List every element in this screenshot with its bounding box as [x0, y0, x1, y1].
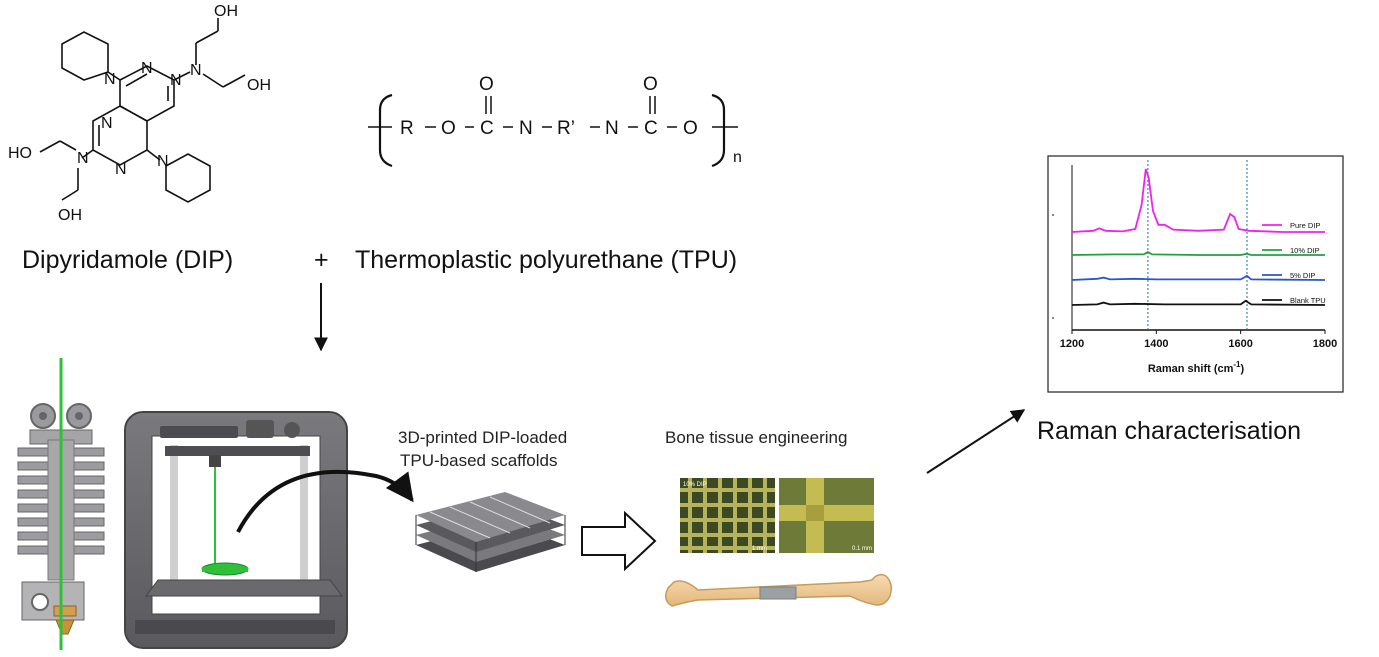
series-line: [1071, 168, 1325, 233]
legend: Pure DIP 10% DIP 5% DIP Blank TPU: [1262, 221, 1326, 305]
oh-right: OH: [247, 77, 271, 94]
x-tick-label: 1600: [1228, 338, 1252, 350]
n-atom: N: [115, 161, 127, 178]
tpu-atom-o2: O: [683, 118, 698, 139]
n-atom: N: [101, 115, 113, 132]
oh-top: OH: [214, 3, 238, 20]
n-atom: N: [104, 71, 116, 88]
extruder-hotend-icon: [17, 358, 105, 650]
plus-sign: +: [314, 246, 329, 274]
raman-arrow: [926, 409, 1026, 474]
raman-chart: 1200 1400 1600 1800 Pure DIP 10% DIP 5% DIP Bl…: [1047, 155, 1344, 393]
tpu-atom-r: R: [400, 118, 414, 139]
series-line: [1071, 299, 1326, 306]
micrograph-left: 10% DIP 1 mm: [680, 478, 775, 553]
n-atom: N: [77, 150, 89, 167]
tpu-subscript-n: n: [733, 149, 742, 166]
dip-label: Dipyridamole (DIP): [22, 246, 233, 274]
x-tick-label: 1200: [1060, 338, 1084, 350]
dip-molecule: [39, 18, 246, 203]
curved-arrow: [236, 469, 414, 533]
micrograph-right: 0.1 mm: [779, 478, 874, 553]
bone-icon: [665, 573, 893, 607]
tpu-atom-n: N: [519, 118, 533, 139]
tpu-atom-n2: N: [605, 118, 619, 139]
legend-label: Blank TPU: [1290, 296, 1326, 305]
dip-atom-labels: OH OH HO OH N N N N N N N N: [8, 3, 271, 224]
tpu-carbonyl-o: O: [479, 74, 494, 95]
tpu-atom-o: O: [441, 118, 456, 139]
n-atom: N: [170, 72, 182, 89]
scaffold-label-line1: 3D-printed DIP-loaded: [398, 428, 567, 447]
tpu-atom-c: C: [480, 118, 494, 139]
x-axis-title: Raman shift (cm-1): [1148, 360, 1245, 375]
series-line: [1071, 250, 1325, 256]
x-ticks: 1200 1400 1600 1800: [1060, 330, 1337, 350]
series-line: [1071, 274, 1326, 281]
scaffold-label-line2: TPU-based scaffolds: [400, 451, 557, 470]
legend-label: Pure DIP: [1290, 221, 1320, 230]
tpu-label: Thermoplastic polyurethane (TPU): [355, 246, 737, 274]
scaffold-icon: [415, 492, 566, 572]
raman-label: Raman characterisation: [1037, 417, 1301, 445]
scale-bar-2: 0.1 mm: [852, 546, 872, 552]
scale-bar-1: 1 mm: [752, 546, 767, 552]
legend-label: 5% DIP: [1290, 271, 1315, 280]
micrograph-label: 10% DIP: [683, 482, 707, 488]
spectra: [1071, 168, 1326, 306]
n-atom: N: [141, 60, 153, 77]
oh-bottom: OH: [58, 207, 82, 224]
tpu-carbonyl-o2: O: [643, 74, 658, 95]
x-tick-label: 1800: [1313, 338, 1337, 350]
bone-label: Bone tissue engineering: [665, 428, 847, 447]
tpu-atom-r2: R’: [557, 118, 575, 139]
oh-left: HO: [8, 145, 32, 162]
3d-printer-icon: [124, 411, 348, 649]
legend-label: 10% DIP: [1290, 246, 1320, 255]
x-tick-label: 1400: [1144, 338, 1168, 350]
block-arrow: [581, 510, 657, 572]
tpu-structure: R O C O N R’ N C O O n: [368, 74, 742, 168]
n-atom: N: [190, 62, 202, 79]
tpu-atom-c2: C: [644, 118, 658, 139]
n-atom: N: [157, 153, 169, 170]
chart-frame: [1047, 155, 1344, 393]
